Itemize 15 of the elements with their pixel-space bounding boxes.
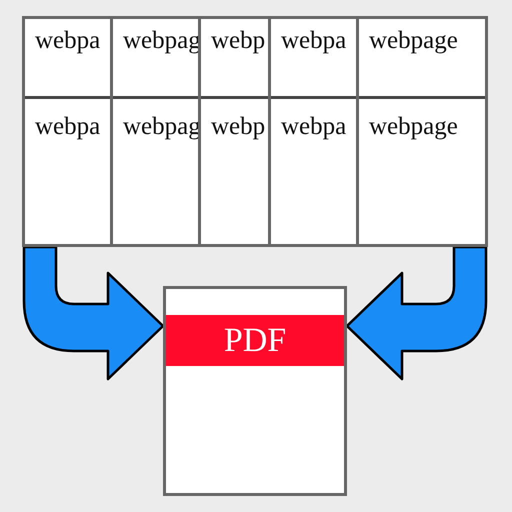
page-body-text: webp [211, 113, 266, 141]
page-body-text: webpage [369, 113, 458, 141]
page-header-text: webpag [123, 27, 201, 55]
page-body-text: webpa [281, 113, 346, 141]
webpage-card [356, 16, 488, 247]
page-header-text: webp [211, 27, 266, 55]
curved-arrow [346, 246, 488, 380]
page-body-text: webpa [35, 113, 100, 141]
page-header-text: webpa [35, 27, 100, 55]
page-header-text: webpage [369, 27, 458, 55]
pdf-document [163, 286, 347, 496]
curved-arrow [22, 246, 164, 380]
page-header-text: webpa [281, 27, 346, 55]
page-body-text: webpag [123, 113, 201, 141]
pdf-banner: PDF [166, 315, 344, 366]
